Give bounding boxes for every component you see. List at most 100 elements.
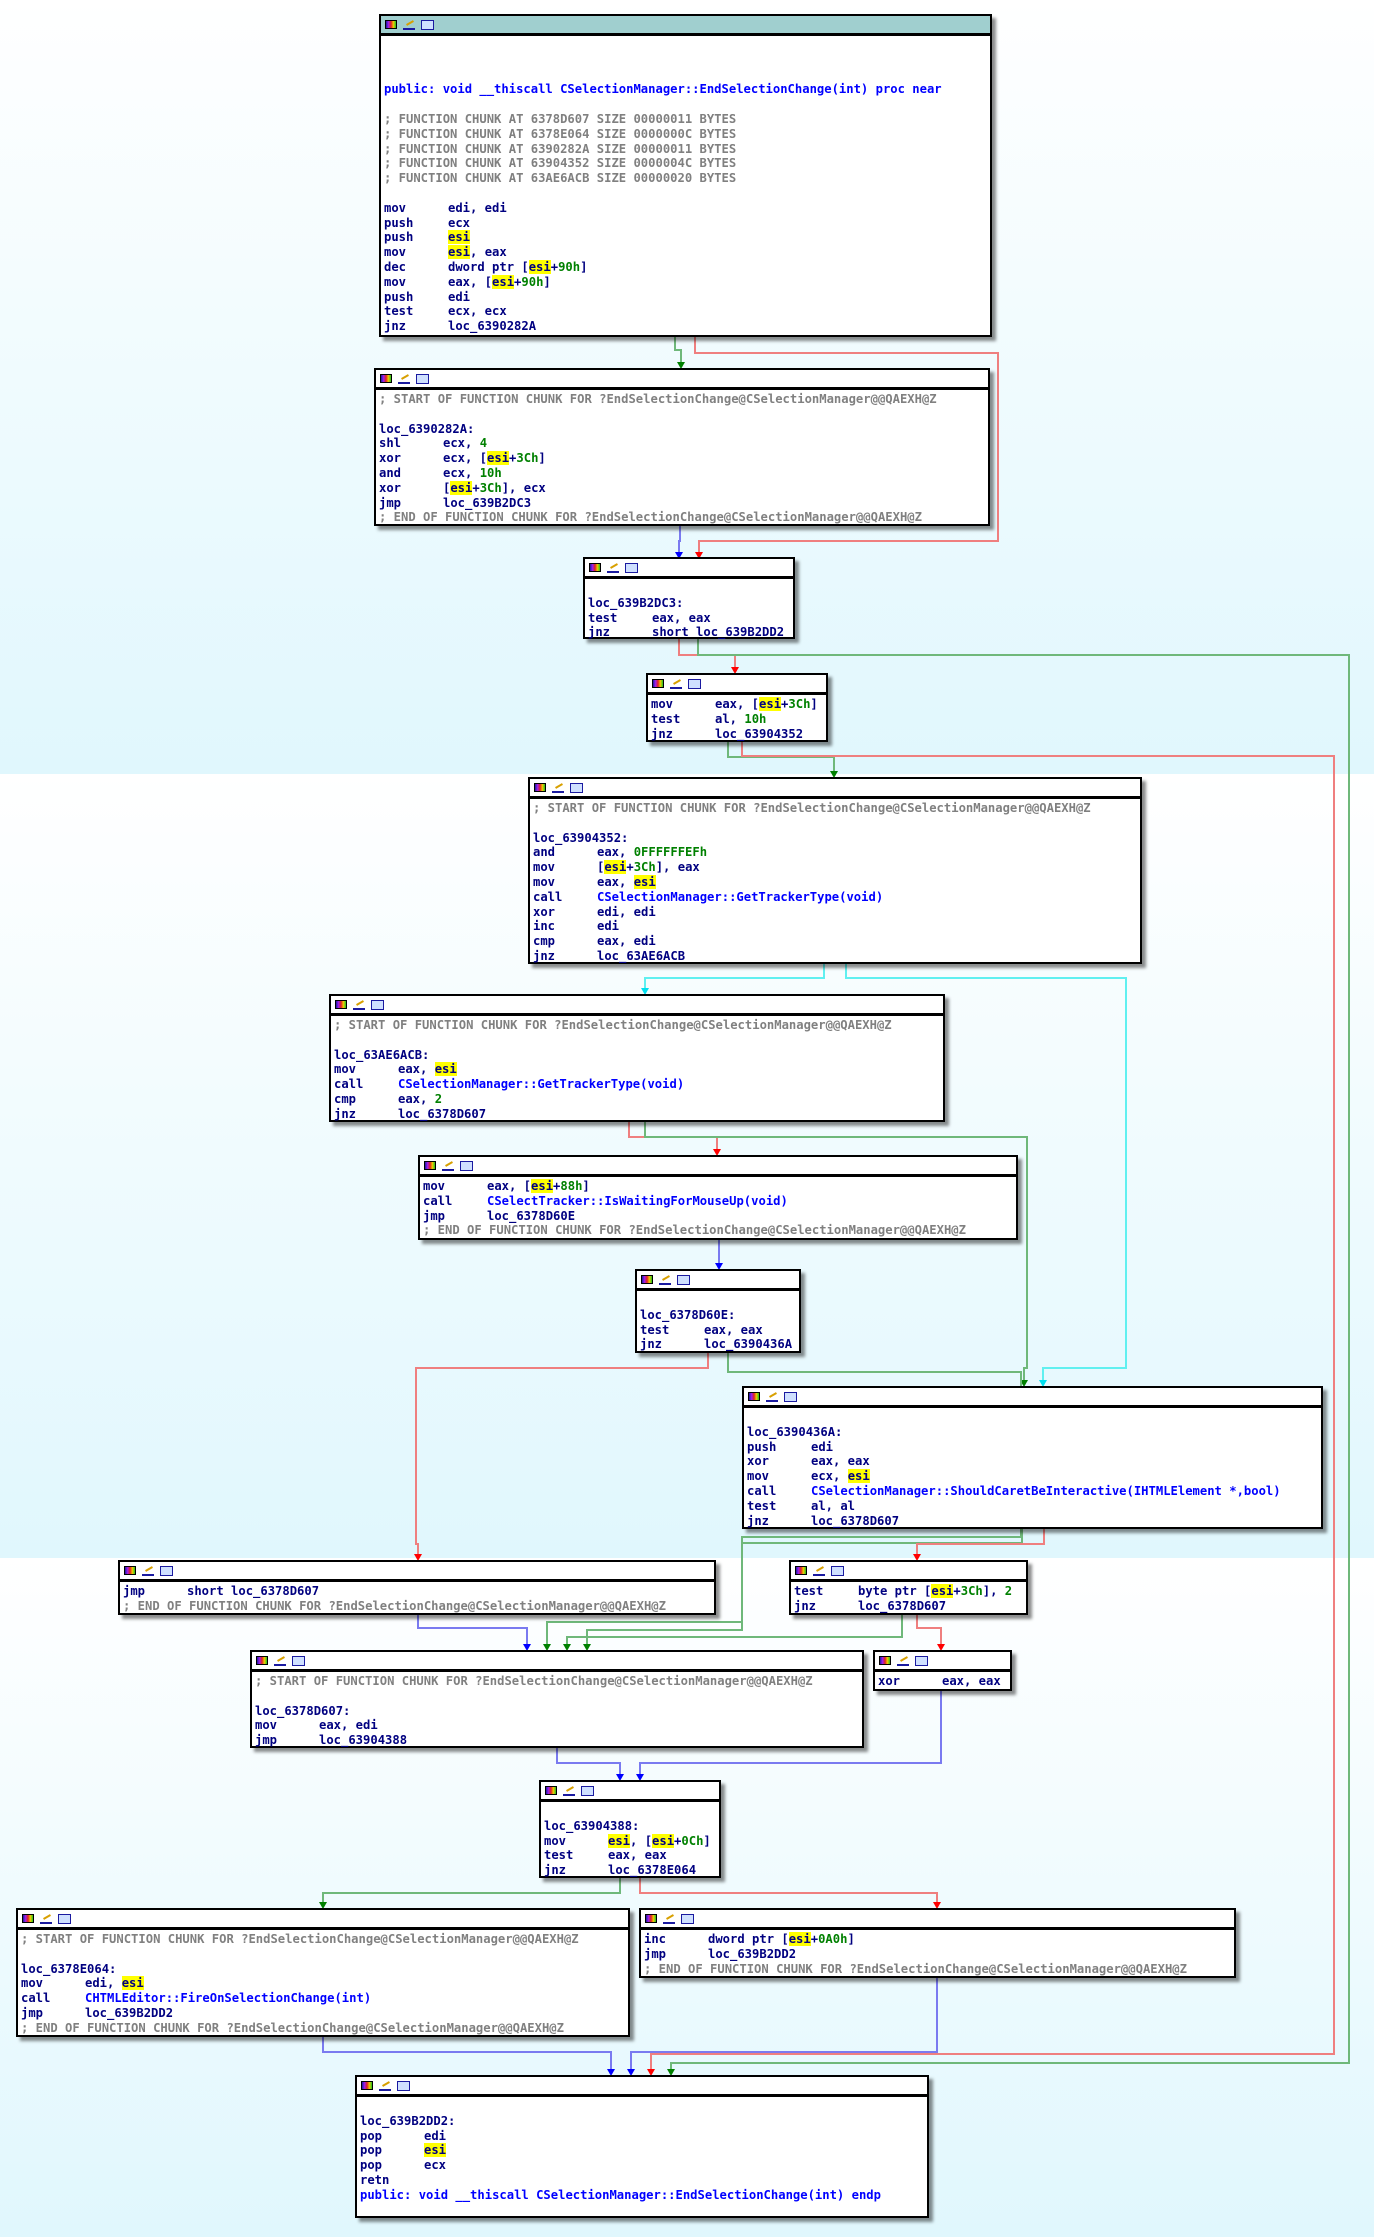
code-line[interactable]: loc_63904352: xyxy=(533,831,1138,846)
operand[interactable]: loc_6378D60E xyxy=(487,1208,576,1223)
edit-icon[interactable] xyxy=(552,783,564,793)
edge-b11-to-b12[interactable] xyxy=(566,1615,903,1644)
hex-dump-icon[interactable] xyxy=(371,999,384,1010)
operand[interactable]: short loc_6378D607 xyxy=(187,1584,320,1598)
register-highlight[interactable]: esi xyxy=(788,1932,811,1946)
location-label[interactable]: loc_6378D60E: xyxy=(640,1307,736,1322)
code-line[interactable]: loc_6390282A: xyxy=(379,422,986,437)
register-highlight[interactable]: esi xyxy=(931,1584,954,1598)
operand[interactable]: loc_6378D607 xyxy=(858,1598,947,1613)
register-highlight[interactable]: esi xyxy=(847,1469,870,1484)
location-label[interactable]: loc_6390282A: xyxy=(379,421,475,436)
location-label[interactable]: loc_639B2DC3: xyxy=(588,595,684,610)
code-line[interactable]: loc_639B2DC3: xyxy=(588,596,791,611)
code-line[interactable]: ; FUNCTION CHUNK AT 6378D607 SIZE 000000… xyxy=(384,112,988,127)
graph-overview-icon[interactable] xyxy=(385,20,397,29)
register-highlight[interactable]: esi xyxy=(652,1833,675,1848)
code-line[interactable]: ; FUNCTION CHUNK AT 6378E064 SIZE 000000… xyxy=(384,127,988,142)
code-line[interactable]: ; FUNCTION CHUNK AT 6390282A SIZE 000000… xyxy=(384,142,988,157)
edge-b6-to-b7[interactable] xyxy=(628,1122,718,1149)
code-line[interactable]: ; END OF FUNCTION CHUNK FOR ?EndSelectio… xyxy=(21,2021,626,2036)
hex-dump-icon[interactable] xyxy=(784,1391,797,1402)
edit-icon[interactable] xyxy=(813,1566,825,1576)
edit-icon[interactable] xyxy=(379,2081,391,2091)
location-label[interactable]: loc_6378E064: xyxy=(21,1961,117,1976)
location-label[interactable]: loc_63904388: xyxy=(544,1818,640,1833)
register-highlight[interactable]: esi xyxy=(434,1062,457,1077)
hex-dump-icon[interactable] xyxy=(915,1655,928,1666)
edge-b13-to-b14[interactable] xyxy=(639,1691,942,1774)
operand[interactable]: short loc_639B2DD2 xyxy=(652,625,785,640)
graph-overview-icon[interactable] xyxy=(380,374,392,383)
operand[interactable]: loc_639B2DD2 xyxy=(708,1946,797,1961)
register-highlight[interactable]: esi xyxy=(608,1833,631,1848)
hex-dump-icon[interactable] xyxy=(58,1913,71,1924)
function-reference[interactable]: CSelectionManager::GetTrackerType(void) xyxy=(398,1077,685,1092)
edge-b9-to-b12[interactable] xyxy=(586,1529,1023,1644)
graph-overview-icon[interactable] xyxy=(22,1914,34,1923)
operand[interactable]: loc_6390436A xyxy=(704,1337,793,1352)
edge-b8-to-b12[interactable] xyxy=(546,1353,1022,1644)
function-reference[interactable]: CHTMLEditor::FireOnSelectionChange(int) xyxy=(85,1991,372,2006)
code-block-loc_63904352[interactable]: ; START OF FUNCTION CHUNK FOR ?EndSelect… xyxy=(528,777,1142,964)
code-line[interactable]: loc_6378E064: xyxy=(21,1962,626,1977)
edit-icon[interactable] xyxy=(398,374,410,384)
location-label[interactable]: loc_63904352: xyxy=(533,830,629,845)
code-line[interactable]: ; START OF FUNCTION CHUNK FOR ?EndSelect… xyxy=(21,1932,626,1947)
code-line[interactable]: public: void __thiscall CSelectionManage… xyxy=(384,82,988,97)
edge-b16-to-b17[interactable] xyxy=(630,1978,938,2069)
edge-b3-to-b17[interactable] xyxy=(670,639,1350,2069)
graph-overview-icon[interactable] xyxy=(335,1000,347,1009)
code-line[interactable]: retn xyxy=(360,2173,925,2188)
edge-b6-to-b9[interactable] xyxy=(644,1122,1028,1380)
hex-dump-icon[interactable] xyxy=(625,562,638,573)
hex-dump-icon[interactable] xyxy=(570,782,583,793)
code-block-loc_6390282A[interactable]: ; START OF FUNCTION CHUNK FOR ?EndSelect… xyxy=(374,368,990,526)
graph-overview-icon[interactable] xyxy=(645,1914,657,1923)
code-line[interactable]: ; START OF FUNCTION CHUNK FOR ?EndSelect… xyxy=(334,1018,941,1033)
edge-b1-to-b2[interactable] xyxy=(674,337,682,362)
code-line[interactable]: loc_6378D607: xyxy=(255,1704,860,1719)
operand[interactable]: loc_6390282A xyxy=(448,319,537,334)
graph-overview-icon[interactable] xyxy=(748,1392,760,1401)
register-highlight[interactable]: esi xyxy=(424,2143,447,2158)
register-highlight[interactable]: esi xyxy=(528,259,551,274)
operand[interactable]: loc_6378D607 xyxy=(398,1106,487,1121)
edit-icon[interactable] xyxy=(897,1656,909,1666)
graph-overview-icon[interactable] xyxy=(879,1656,891,1665)
code-line[interactable]: loc_63904388: xyxy=(544,1819,717,1834)
edit-icon[interactable] xyxy=(766,1392,778,1402)
code-line[interactable]: ; START OF FUNCTION CHUNK FOR ?EndSelect… xyxy=(533,801,1138,816)
edge-b3-to-b4[interactable] xyxy=(678,639,736,667)
operand[interactable]: loc_63904388 xyxy=(319,1733,408,1748)
code-line[interactable]: ; END OF FUNCTION CHUNK FOR ?EndSelectio… xyxy=(644,1962,1232,1977)
